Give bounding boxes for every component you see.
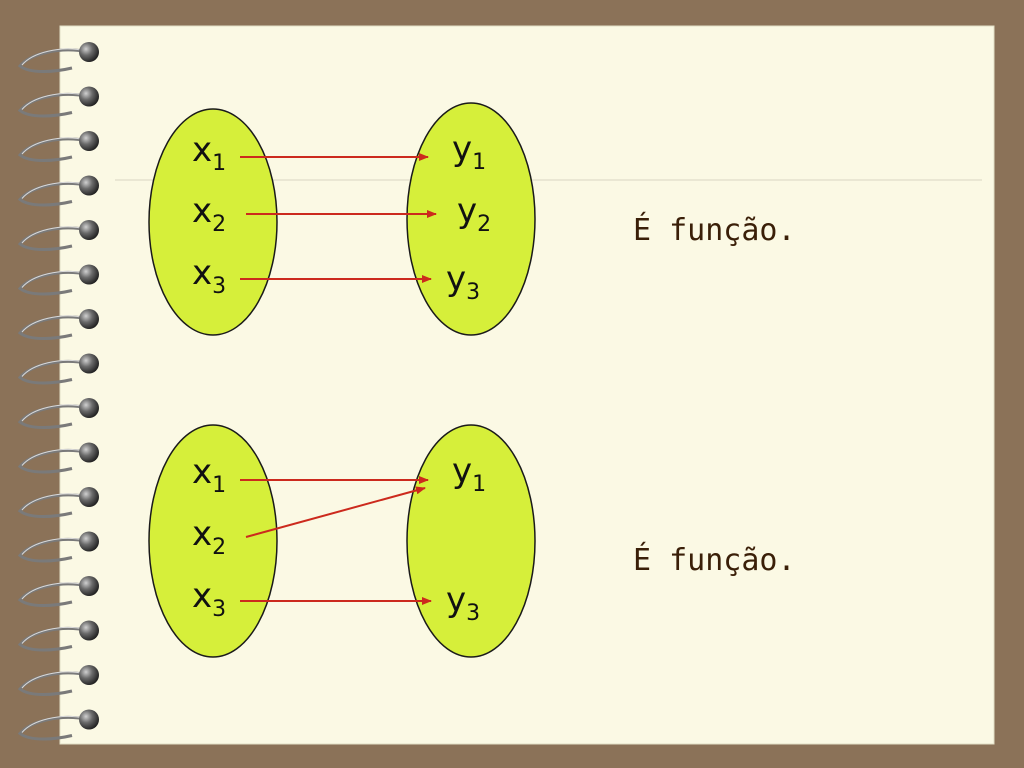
domain-label-x3: x3	[192, 253, 226, 299]
domain-label-x2: x2	[192, 514, 226, 560]
diagram-1: x1 x2 x3 y1 y2 y3 É função.	[148, 102, 796, 336]
codomain-label-y1: y1	[452, 451, 486, 497]
codomain-label-y1: y1	[452, 129, 486, 175]
spiral-ring-icon	[17, 709, 99, 741]
spiral-ring-icon	[17, 353, 99, 385]
domain-label-x1: x1	[192, 452, 226, 498]
spiral-ring-icon	[17, 175, 99, 207]
spiral-ring-icon	[17, 487, 99, 518]
spiral-ring-icon	[17, 442, 99, 474]
spiral-ring-icon	[17, 264, 99, 296]
diagram-2: x1 x2 x3 y1 y3 É função.	[148, 424, 796, 658]
domain-label-x2: x2	[192, 191, 226, 237]
codomain-label-y3: y3	[446, 259, 480, 305]
spiral-ring-icon	[17, 309, 99, 340]
spiral-ring-icon	[17, 398, 99, 429]
codomain-label-y3: y3	[446, 580, 480, 626]
spiral-ring-icon	[17, 620, 99, 652]
spiral-ring-icon	[17, 665, 99, 696]
spiral-ring-icon	[17, 576, 99, 607]
domain-label-x3: x3	[192, 576, 226, 622]
spiral-ring-icon	[17, 531, 99, 563]
spiral-ring-icon	[17, 220, 99, 251]
domain-set-2	[148, 424, 278, 658]
spiral-ring-icon	[17, 42, 99, 73]
mapping-arrow-x2-y1	[245, 486, 426, 538]
spiral-binding	[17, 42, 99, 741]
domain-label-x1: x1	[192, 130, 226, 176]
caption-1: É função.	[633, 212, 796, 248]
codomain-label-y2: y2	[457, 191, 491, 237]
codomain-set-1	[406, 102, 536, 336]
codomain-set-2	[406, 424, 536, 658]
caption-2: É função.	[633, 542, 796, 578]
spiral-ring-icon	[17, 86, 99, 118]
spiral-ring-icon	[17, 131, 99, 162]
